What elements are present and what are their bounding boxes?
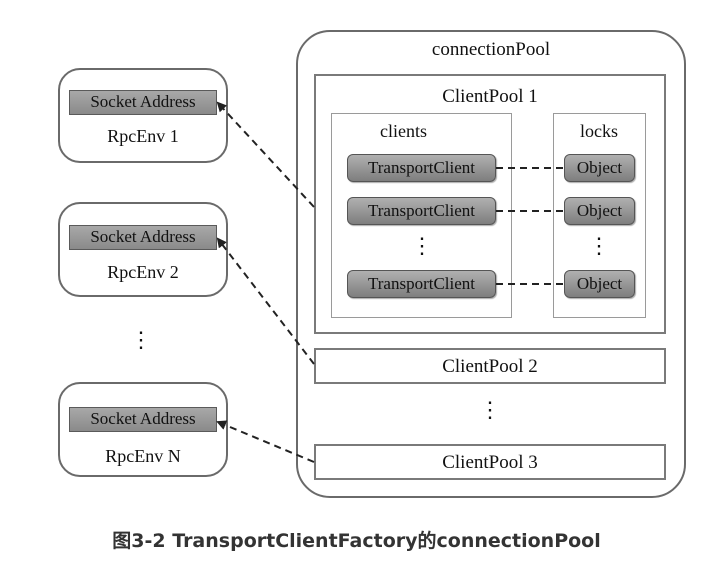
connection-pool-title: connectionPool bbox=[431, 39, 551, 60]
socket-address-1: Socket Address bbox=[69, 90, 217, 115]
transport-client-2: TransportClient bbox=[347, 197, 496, 225]
rpcenv-n-label: RpcEnv N bbox=[105, 446, 181, 466]
client-pool-3-title: ClientPool 3 bbox=[442, 452, 538, 473]
client-pool-2-title: ClientPool 2 bbox=[442, 356, 538, 377]
socket-address-n: Socket Address bbox=[69, 407, 217, 432]
rpcenv-1-label: RpcEnv 1 bbox=[107, 126, 179, 146]
lock-object-1: Object bbox=[564, 154, 635, 182]
client-pool-3-box: ClientPool 3 bbox=[314, 444, 666, 480]
socket-address-2: Socket Address bbox=[69, 225, 217, 250]
rpcenv-1-box: Socket Address RpcEnv 1 bbox=[58, 68, 228, 163]
client-pool-ellipsis: ⋮ bbox=[479, 397, 501, 422]
lock-object-2: Object bbox=[564, 197, 635, 225]
rpcenv-2-box: Socket Address RpcEnv 2 bbox=[58, 202, 228, 297]
locks-ellipsis: ⋮ bbox=[588, 233, 610, 258]
rpcenv-n-box: Socket Address RpcEnv N bbox=[58, 382, 228, 477]
transport-client-3: TransportClient bbox=[347, 270, 496, 298]
rpcenv-2-label: RpcEnv 2 bbox=[107, 262, 179, 282]
client-pool-2-box: ClientPool 2 bbox=[314, 348, 666, 384]
figure-caption: 图3-2 TransportClientFactory的connectionPo… bbox=[112, 530, 601, 552]
arrow-pool1-to-env1 bbox=[216, 101, 315, 208]
locks-label: locks bbox=[580, 121, 618, 141]
arrow-pool2-to-env2 bbox=[216, 237, 315, 365]
clients-ellipsis: ⋮ bbox=[411, 233, 433, 258]
clients-label: clients bbox=[380, 121, 427, 141]
client-pool-1-title: ClientPool 1 bbox=[442, 86, 538, 107]
transport-client-1: TransportClient bbox=[347, 154, 496, 182]
rpcenv-ellipsis: ⋮ bbox=[130, 327, 152, 352]
lock-object-3: Object bbox=[564, 270, 635, 298]
arrow-pool3-to-envn bbox=[216, 420, 315, 463]
